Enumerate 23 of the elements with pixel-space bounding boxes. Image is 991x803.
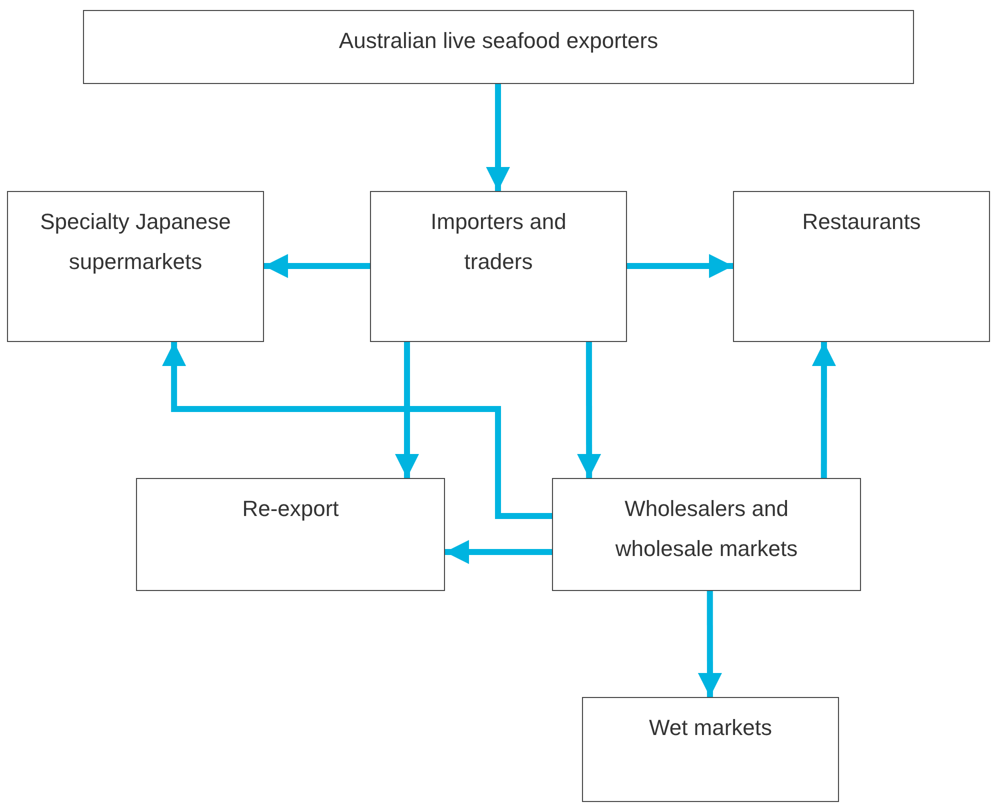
box-label: Australian live seafood exporters [338, 27, 658, 55]
process-box [136, 478, 445, 591]
arrow [264, 254, 370, 278]
box-label: Re-export [242, 495, 339, 523]
arrow [627, 254, 733, 278]
arrow [486, 84, 510, 191]
box-label: Importers and traders [430, 208, 568, 276]
arrow [812, 342, 836, 478]
box-label: Wet markets [648, 714, 772, 742]
arrow [698, 591, 722, 697]
arrow [445, 540, 552, 564]
process-box [582, 697, 839, 802]
process-box [552, 478, 861, 591]
box-label: Restaurants [802, 208, 921, 236]
arrow [395, 342, 419, 478]
arrow [162, 342, 552, 519]
process-box [7, 191, 264, 342]
arrow [577, 342, 602, 478]
box-label: Wholesalers and wholesale markets [614, 495, 799, 563]
process-box [83, 10, 914, 84]
process-box [370, 191, 627, 342]
box-label: Specialty Japanese supermarkets [39, 208, 232, 276]
process-box [733, 191, 990, 342]
